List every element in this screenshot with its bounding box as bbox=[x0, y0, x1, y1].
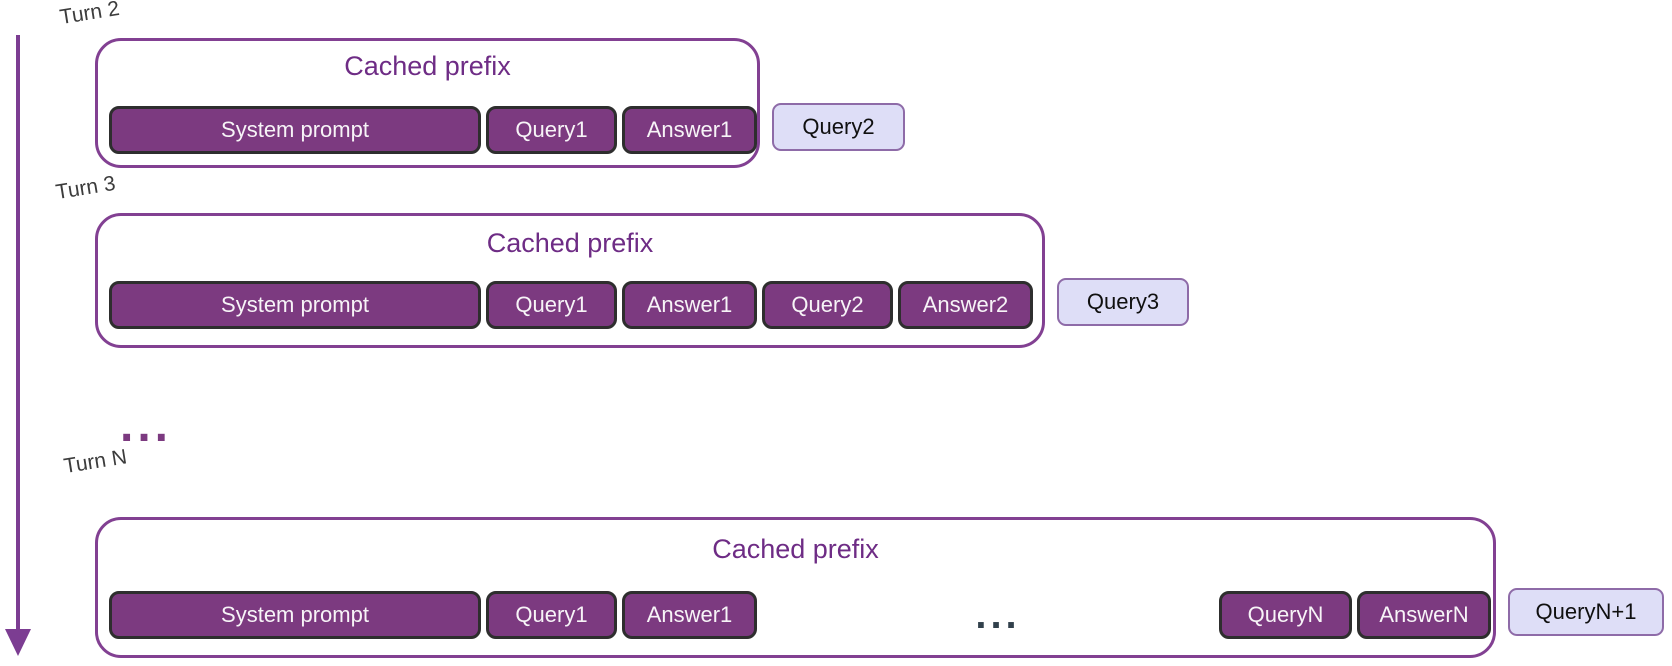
turn-2-token-answer1: Answer1 bbox=[622, 106, 757, 154]
turn-3-label: Turn 3 bbox=[54, 171, 118, 205]
turn-n-token-system-prompt: System prompt bbox=[109, 591, 481, 639]
turn-3-token-answer1: Answer1 bbox=[622, 281, 757, 329]
turn-3-token-answer2: Answer2 bbox=[898, 281, 1033, 329]
turn-n-token-query1: Query1 bbox=[486, 591, 617, 639]
turn-2-label: Turn 2 bbox=[58, 0, 122, 30]
turn-n-token-answern: AnswerN bbox=[1357, 591, 1491, 639]
turn-3-token-system-prompt: System prompt bbox=[109, 281, 481, 329]
turn-3-cached-prefix-container: Cached prefix System prompt Query1 Answe… bbox=[95, 213, 1045, 348]
turn-n-label: Turn N bbox=[62, 445, 129, 479]
turn-3-cached-prefix-title: Cached prefix bbox=[486, 228, 654, 258]
turn-3-token-query2: Query2 bbox=[762, 281, 893, 329]
turn-2-token-query1: Query1 bbox=[486, 106, 617, 154]
turn-2-cached-prefix-title: Cached prefix bbox=[344, 51, 511, 81]
turn-n-token-queryn: QueryN bbox=[1219, 591, 1352, 639]
turn-n-inner-ellipsis: ... bbox=[975, 592, 1021, 637]
turn-2-cached-prefix-container: Cached prefix System prompt Query1 Answe… bbox=[95, 38, 760, 168]
turn-n-new-query-box: QueryN+1 bbox=[1508, 588, 1664, 636]
turn-n-token-answer1: Answer1 bbox=[622, 591, 757, 639]
turn-2-token-system-prompt: System prompt bbox=[109, 106, 481, 154]
between-turns-ellipsis: ... bbox=[120, 399, 173, 452]
timeline-arrow-line bbox=[16, 35, 20, 631]
turn-n-cached-prefix-container: Cached prefix System prompt Query1 Answe… bbox=[95, 517, 1496, 658]
timeline-arrow-down-icon bbox=[5, 629, 31, 656]
turn-n-cached-prefix-title: Cached prefix bbox=[712, 534, 879, 564]
turn-2-new-query-box: Query2 bbox=[772, 103, 905, 151]
turn-3-token-query1: Query1 bbox=[486, 281, 617, 329]
turn-3-new-query-box: Query3 bbox=[1057, 278, 1189, 326]
